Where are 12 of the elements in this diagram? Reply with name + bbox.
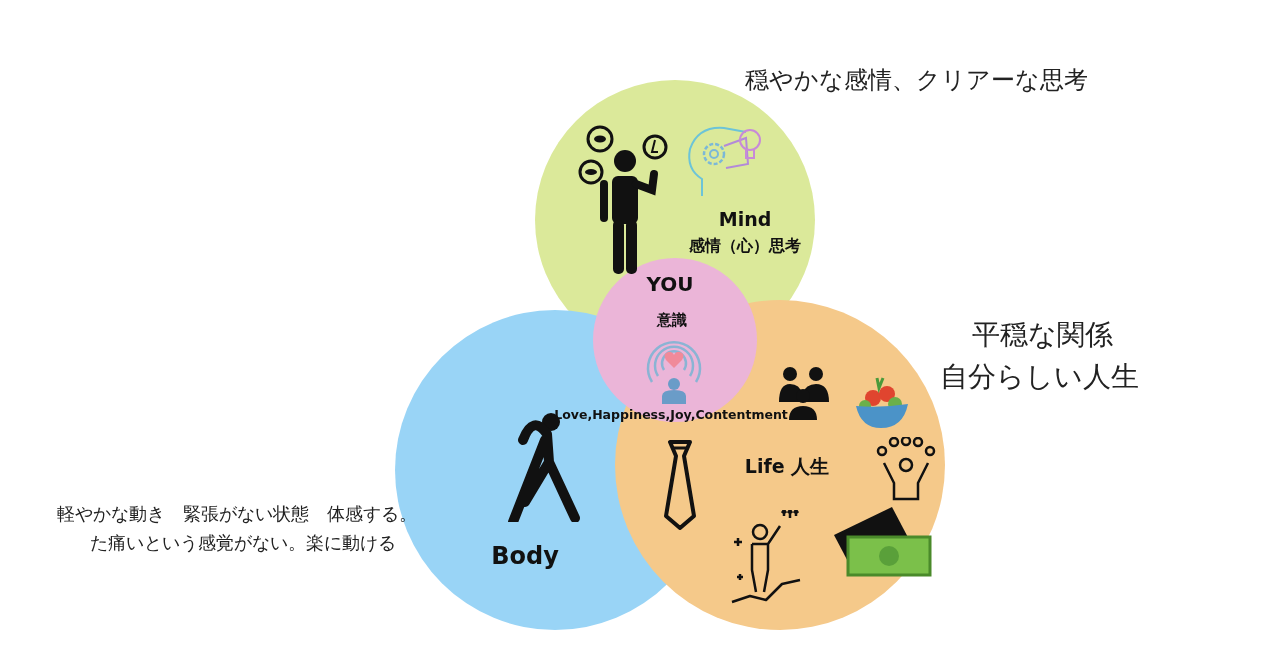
circle-subtitle: 感情（心）思考 [689, 236, 801, 256]
note-text: 平穏な関係 [972, 318, 1113, 352]
circle-title: Body [491, 542, 559, 571]
note-text: 自分らしい人生 [940, 360, 1139, 394]
note-text: 穏やかな感情、クリアーな思考 [745, 66, 1088, 95]
circle-title: YOU [646, 272, 694, 296]
note-text: 軽やかな動き 緊張がない状態 体感する。 [57, 503, 417, 525]
keyword-list: Love,Happiness,Joy,Contentment [554, 407, 788, 422]
note-text: た痛いという感覚がない。楽に動ける [90, 532, 396, 554]
circle-title: Life 人生 [744, 455, 830, 478]
circle-subtitle: 意識 [657, 311, 687, 329]
circle-title: Mind [718, 208, 772, 231]
